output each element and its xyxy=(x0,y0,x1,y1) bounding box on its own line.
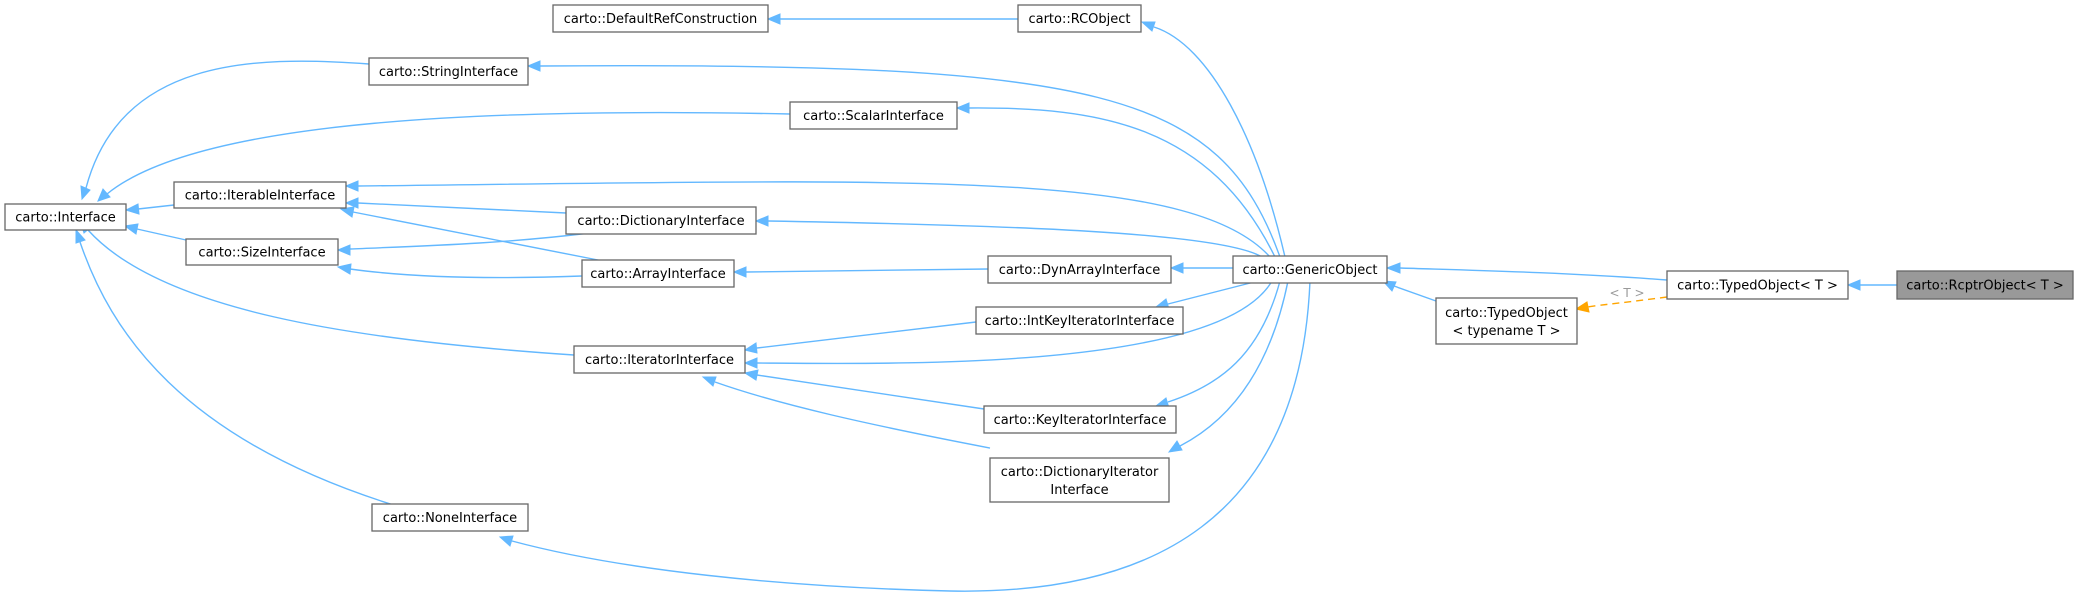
node-label: carto::ScalarInterface xyxy=(803,109,944,124)
node-label: carto::IntKeyIteratorInterface xyxy=(985,314,1175,329)
node-genericobject[interactable]: carto::GenericObject xyxy=(1232,255,1388,284)
edge-sizeinterface-to-interface xyxy=(136,228,187,241)
edge-genericobject-to-noneinterface xyxy=(511,280,1311,592)
arrow-head xyxy=(97,188,111,202)
node-label: carto::NoneInterface xyxy=(383,511,517,526)
edge-stringinterface-to-interface xyxy=(85,60,370,189)
arrow-head xyxy=(743,357,758,369)
edge-dictionaryinterface-to-iterableinterface xyxy=(357,202,567,214)
edge-dictionaryinterface-to-sizeinterface xyxy=(349,232,591,250)
node-label: carto::IterableInterface xyxy=(185,189,336,204)
arrow-head xyxy=(1167,440,1183,453)
arrow-head xyxy=(339,206,355,218)
edge-genericobject-to-iteratorinterface xyxy=(756,280,1273,365)
arrow-head xyxy=(1385,262,1401,274)
node-label: carto::RcptrObject< T > xyxy=(1906,279,2063,294)
node-label: carto::DictionaryIterator xyxy=(1001,465,1159,480)
edge-scalarinterface-to-interface xyxy=(106,111,791,195)
node-defaultrefconstruction[interactable]: carto::DefaultRefConstruction xyxy=(552,4,769,33)
arrow-head xyxy=(80,185,91,201)
edge-dynarrayinterface-to-arrayinterface xyxy=(745,268,989,273)
edge-genericobject-to-dictionaryiteratorinterface xyxy=(1179,280,1289,447)
edge-dictionaryiteratorinterface-to-iteratorinterface xyxy=(714,381,991,449)
node-label: carto::RCObject xyxy=(1028,12,1130,27)
arrow-head xyxy=(955,102,970,114)
node-keyiteratorinterface[interactable]: carto::KeyIteratorInterface xyxy=(983,405,1177,434)
node-noneinterface[interactable]: carto::NoneInterface xyxy=(371,503,529,532)
edge-genericobject-to-iterableinterface xyxy=(357,181,1271,258)
edge-arrayinterface-to-iterableinterface xyxy=(352,211,604,262)
node-stringinterface[interactable]: carto::StringInterface xyxy=(368,57,529,86)
arrow-head xyxy=(124,203,140,215)
edge-genericobject-to-intkeyiteratorinterface xyxy=(1167,279,1263,305)
node-scalarinterface[interactable]: carto::ScalarInterface xyxy=(789,101,958,130)
arrow-head xyxy=(766,13,781,25)
node-label: carto::KeyIteratorInterface xyxy=(994,413,1167,428)
arrow-head xyxy=(701,376,717,387)
node-sizeinterface[interactable]: carto::SizeInterface xyxy=(185,238,339,266)
node-label: carto::TypedObject xyxy=(1445,306,1568,321)
node-arrayinterface[interactable]: carto::ArrayInterface xyxy=(581,259,735,288)
node-rcobject[interactable]: carto::RCObject xyxy=(1017,4,1142,33)
node-intkeyiteratorinterface[interactable]: carto::IntKeyIteratorInterface xyxy=(975,306,1184,335)
arrow-head xyxy=(498,535,514,547)
node-typedobject-template[interactable]: carto::TypedObject < typename T > xyxy=(1435,297,1578,345)
arrow-head xyxy=(336,263,352,275)
arrow-head xyxy=(526,60,541,72)
node-label: carto::Interface xyxy=(15,211,115,226)
node-rcptrobject-t-current[interactable]: carto::RcptrObject< T > xyxy=(1896,270,2074,300)
node-label: carto::SizeInterface xyxy=(198,246,325,261)
node-label: carto::TypedObject< T > xyxy=(1677,279,1838,294)
edge-keyiteratorinterface-to-iteratorinterface xyxy=(756,374,985,410)
arrow-head xyxy=(754,215,769,227)
node-dictionaryinterface[interactable]: carto::DictionaryInterface xyxy=(565,206,757,235)
node-label: carto::GenericObject xyxy=(1242,263,1377,278)
arrow-head xyxy=(1140,21,1156,32)
arrow-head xyxy=(1846,279,1861,291)
node-label: carto::StringInterface xyxy=(379,65,518,80)
edges: < T > xyxy=(75,13,1897,592)
arrow-head xyxy=(344,197,359,209)
node-label: < typename T > xyxy=(1452,324,1560,339)
arrow-head xyxy=(732,266,747,278)
edge-typedobject-template-to-genericobject xyxy=(1393,285,1437,302)
template-edge-label: < T > xyxy=(1609,286,1644,300)
arrow-head xyxy=(123,223,139,235)
node-label: carto::IteratorInterface xyxy=(585,353,734,368)
edge-noneinterface-to-interface xyxy=(79,241,401,508)
node-label: carto::DefaultRefConstruction xyxy=(564,12,758,27)
edge-template-instantiation xyxy=(1586,296,1668,308)
arrow-head xyxy=(336,244,351,256)
node-iteratorinterface[interactable]: carto::IteratorInterface xyxy=(573,345,746,374)
node-label: carto::DictionaryInterface xyxy=(577,214,744,229)
edge-genericobject-to-stringinterface xyxy=(539,64,1281,258)
edge-typedobject-t-to-genericobject xyxy=(1399,267,1668,281)
node-label: Interface xyxy=(1050,483,1108,498)
node-interface[interactable]: carto::Interface xyxy=(4,203,127,231)
template-arrow-head xyxy=(1574,301,1590,313)
node-typedobject-t[interactable]: carto::TypedObject< T > xyxy=(1666,270,1849,300)
edge-intkeyiteratorinterface-to-iteratorinterface xyxy=(756,321,977,349)
arrow-head xyxy=(344,180,359,192)
arrow-head xyxy=(75,228,86,244)
node-dynarrayinterface[interactable]: carto::DynArrayInterface xyxy=(987,255,1172,284)
edge-genericobject-to-keyiteratorinterface xyxy=(1167,280,1281,403)
node-dictionaryiteratorinterface[interactable]: carto::DictionaryIterator Interface xyxy=(989,457,1170,503)
edge-arrayinterface-to-sizeinterface xyxy=(349,268,583,279)
edge-genericobject-to-scalarinterface xyxy=(968,107,1276,258)
arrow-head xyxy=(743,369,759,381)
node-label: carto::ArrayInterface xyxy=(590,267,725,282)
edge-genericobject-to-dictionaryinterface xyxy=(767,220,1263,258)
edge-iterableinterface-to-interface xyxy=(137,204,175,210)
arrow-head xyxy=(743,342,758,354)
arrow-head xyxy=(1169,262,1184,274)
nodes: carto::Interface carto::IterableInterfac… xyxy=(4,4,2074,532)
node-label: carto::DynArrayInterface xyxy=(999,263,1160,278)
edge-genericobject-to-rcobject xyxy=(1153,26,1286,258)
node-iterableinterface[interactable]: carto::IterableInterface xyxy=(173,181,347,209)
edge-iteratorinterface-to-interface xyxy=(87,229,575,356)
